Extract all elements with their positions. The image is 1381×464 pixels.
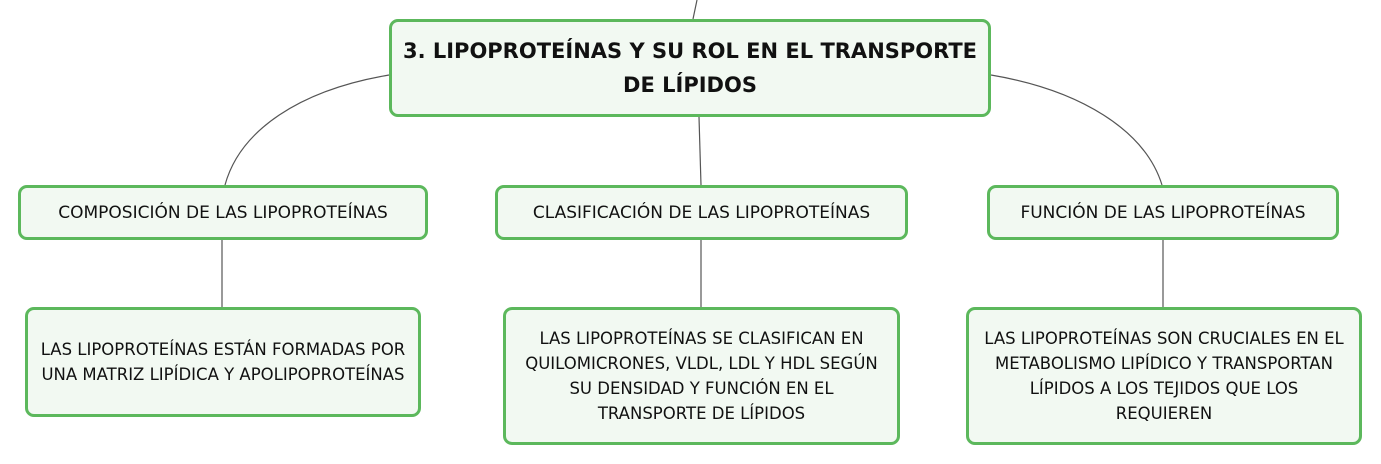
connector-parent-to-root bbox=[692, 0, 698, 20]
detail-text-composicion: LAS LIPOPROTEÍNAS ESTÁN FORMADAS POR UNA… bbox=[40, 340, 406, 384]
branch-label-funcion: FUNCIÓN DE LAS LIPOPROTEÍNAS bbox=[1020, 202, 1306, 223]
detail-node-funcion[interactable]: LAS LIPOPROTEÍNAS SON CRUCIALES EN EL ME… bbox=[966, 307, 1362, 445]
connector-root-to-funcion bbox=[990, 74, 1163, 186]
root-topic-label: 3. LIPOPROTEÍNAS Y SU ROL EN EL TRANSPOR… bbox=[402, 39, 978, 97]
branch-node-funcion[interactable]: FUNCIÓN DE LAS LIPOPROTEÍNAS bbox=[987, 185, 1339, 240]
branch-node-composicion[interactable]: COMPOSICIÓN DE LAS LIPOPROTEÍNAS bbox=[18, 185, 428, 240]
detail-text-clasificacion: LAS LIPOPROTEÍNAS SE CLASIFICAN EN QUILO… bbox=[525, 329, 878, 423]
connector-root-to-clasificacion bbox=[698, 116, 702, 186]
detail-node-clasificacion[interactable]: LAS LIPOPROTEÍNAS SE CLASIFICAN EN QUILO… bbox=[503, 307, 900, 445]
branch-node-clasificacion[interactable]: CLASIFICACIÓN DE LAS LIPOPROTEÍNAS bbox=[495, 185, 908, 240]
connector-root-to-composicion bbox=[224, 74, 390, 186]
detail-text-funcion: LAS LIPOPROTEÍNAS SON CRUCIALES EN EL ME… bbox=[984, 329, 1344, 423]
branch-label-composicion: COMPOSICIÓN DE LAS LIPOPROTEÍNAS bbox=[58, 202, 388, 223]
branch-label-clasificacion: CLASIFICACIÓN DE LAS LIPOPROTEÍNAS bbox=[532, 202, 871, 223]
detail-node-composicion[interactable]: LAS LIPOPROTEÍNAS ESTÁN FORMADAS POR UNA… bbox=[25, 307, 421, 417]
root-topic-node[interactable]: 3. LIPOPROTEÍNAS Y SU ROL EN EL TRANSPOR… bbox=[389, 19, 991, 117]
